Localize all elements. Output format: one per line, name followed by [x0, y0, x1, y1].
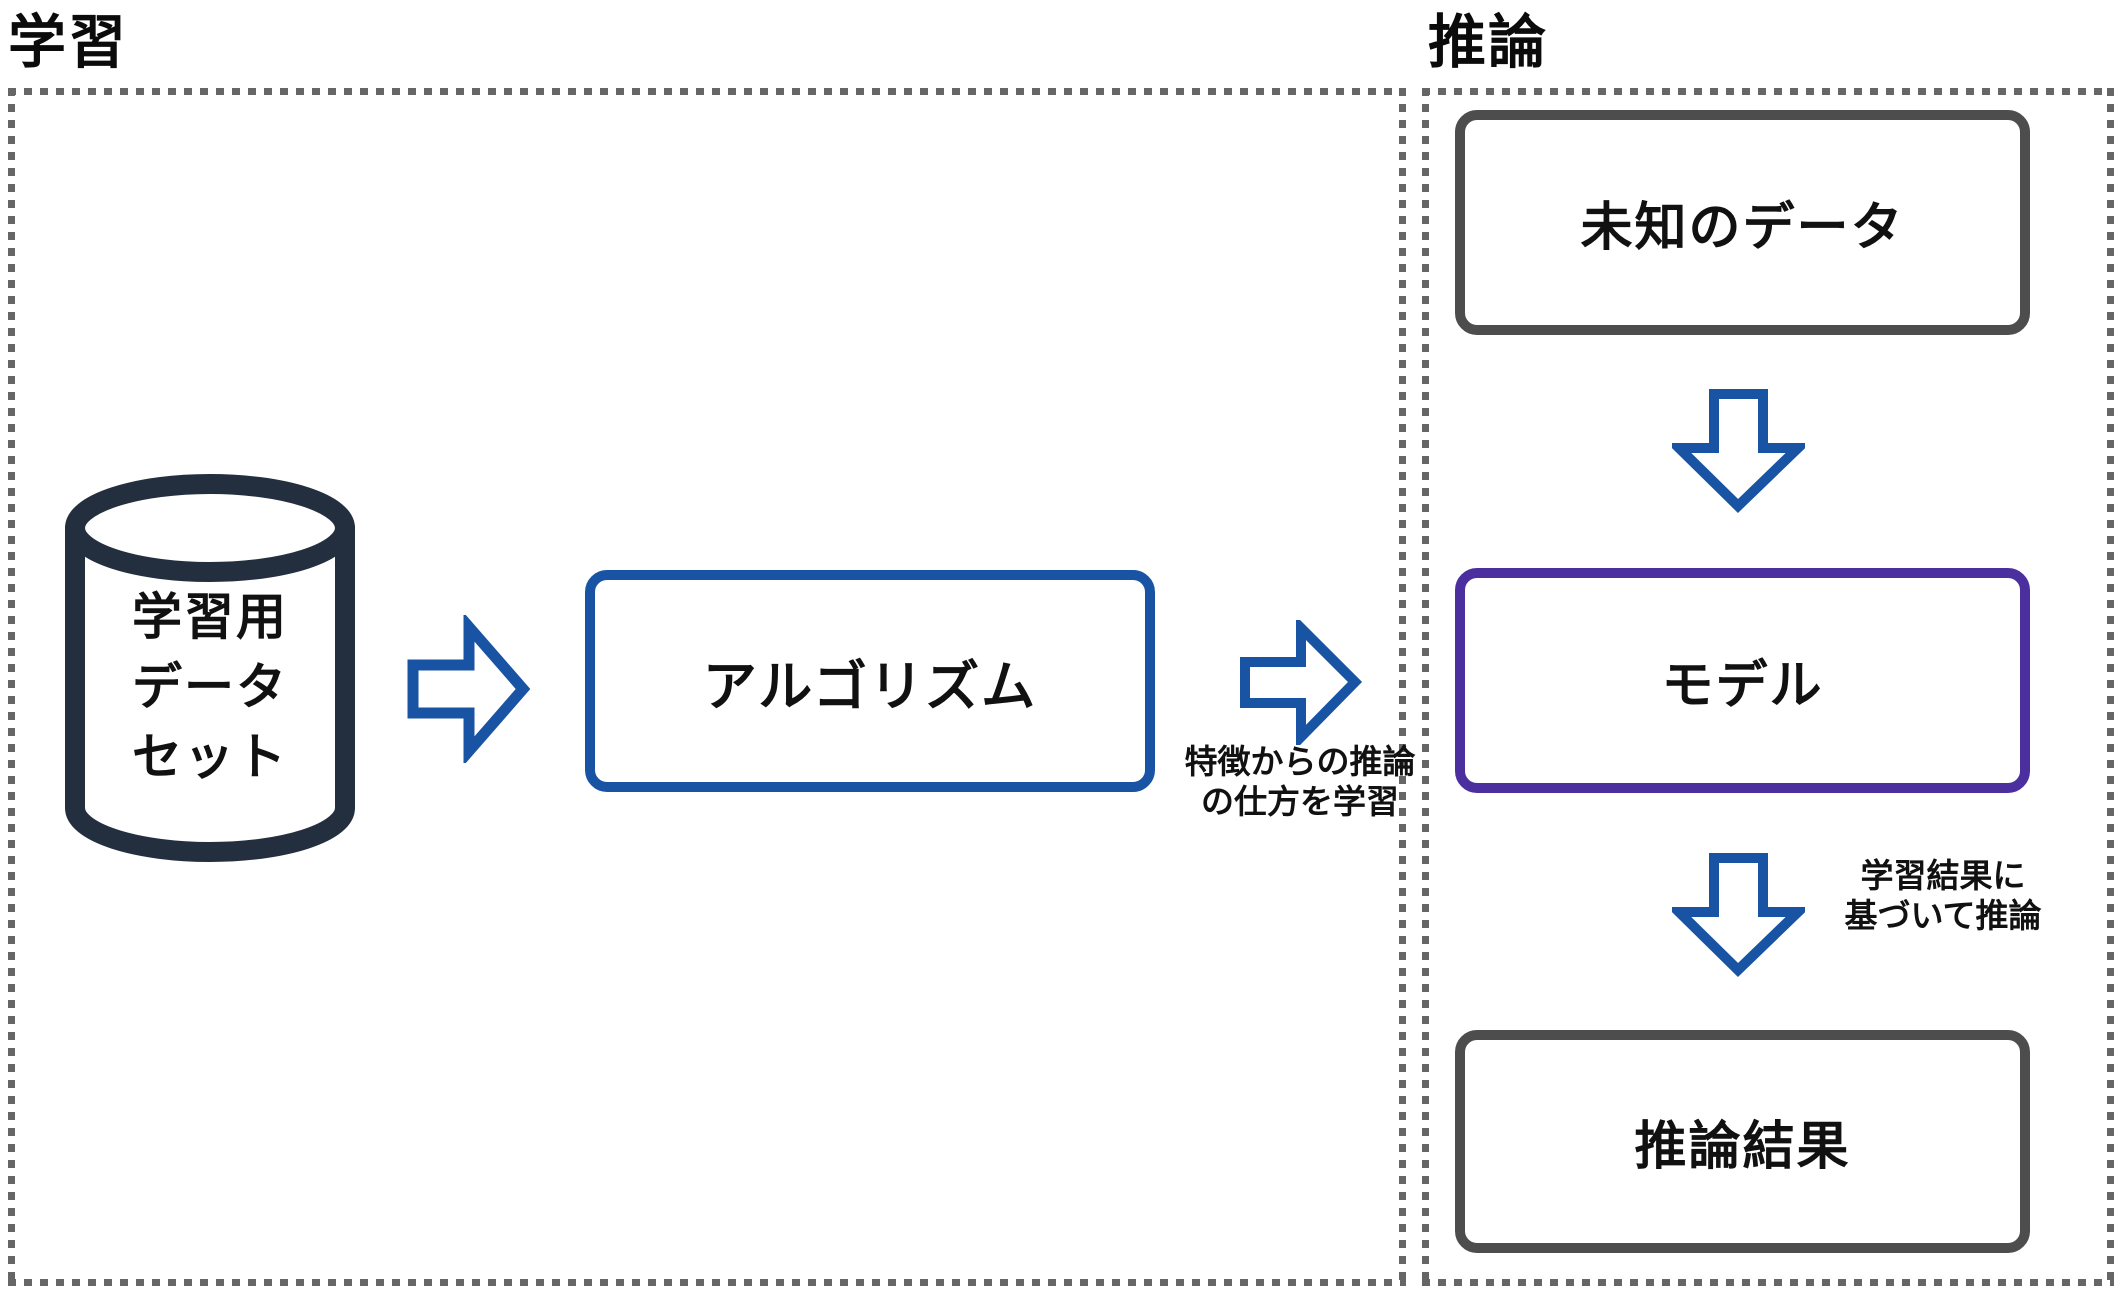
- dataset-label: 学習用 データ セット: [55, 582, 365, 792]
- inference-annotation-line2: 基づいて推論: [1844, 897, 2042, 934]
- database-cylinder-icon: [55, 472, 365, 872]
- algorithm-node: アルゴリズム: [585, 570, 1155, 792]
- training-arrow-annotation: 特徴からの推論 の仕方を学習: [1165, 742, 1435, 822]
- flow-arrow-right-icon: [1237, 615, 1363, 750]
- inference-result-label: 推論結果: [1634, 1118, 1851, 1176]
- flow-arrow-down-icon: [1666, 386, 1811, 519]
- inference-arrow-annotation: 学習結果に 基づいて推論: [1818, 856, 2068, 936]
- dataset-label-line2: データ: [132, 659, 288, 715]
- inference-annotation-line1: 学習結果に: [1860, 857, 2026, 894]
- section-title-training: 学習: [8, 10, 129, 75]
- model-node: モデル: [1455, 568, 2030, 793]
- training-annotation-line2: の仕方を学習: [1201, 783, 1399, 820]
- unknown-data-node: 未知のデータ: [1455, 110, 2030, 335]
- section-title-inference: 推論: [1428, 10, 1549, 75]
- flow-arrow-down-icon: [1666, 850, 1811, 983]
- dataset-label-line1: 学習用: [132, 589, 288, 645]
- flow-arrow-right-icon: [405, 612, 531, 768]
- dataset-label-line3: セット: [132, 729, 288, 785]
- model-label: モデル: [1661, 657, 1824, 715]
- unknown-data-label: 未知のデータ: [1580, 199, 1905, 257]
- inference-result-node: 推論結果: [1455, 1030, 2030, 1253]
- algorithm-label: アルゴリズム: [702, 656, 1038, 717]
- training-annotation-line1: 特徴からの推論: [1184, 743, 1416, 780]
